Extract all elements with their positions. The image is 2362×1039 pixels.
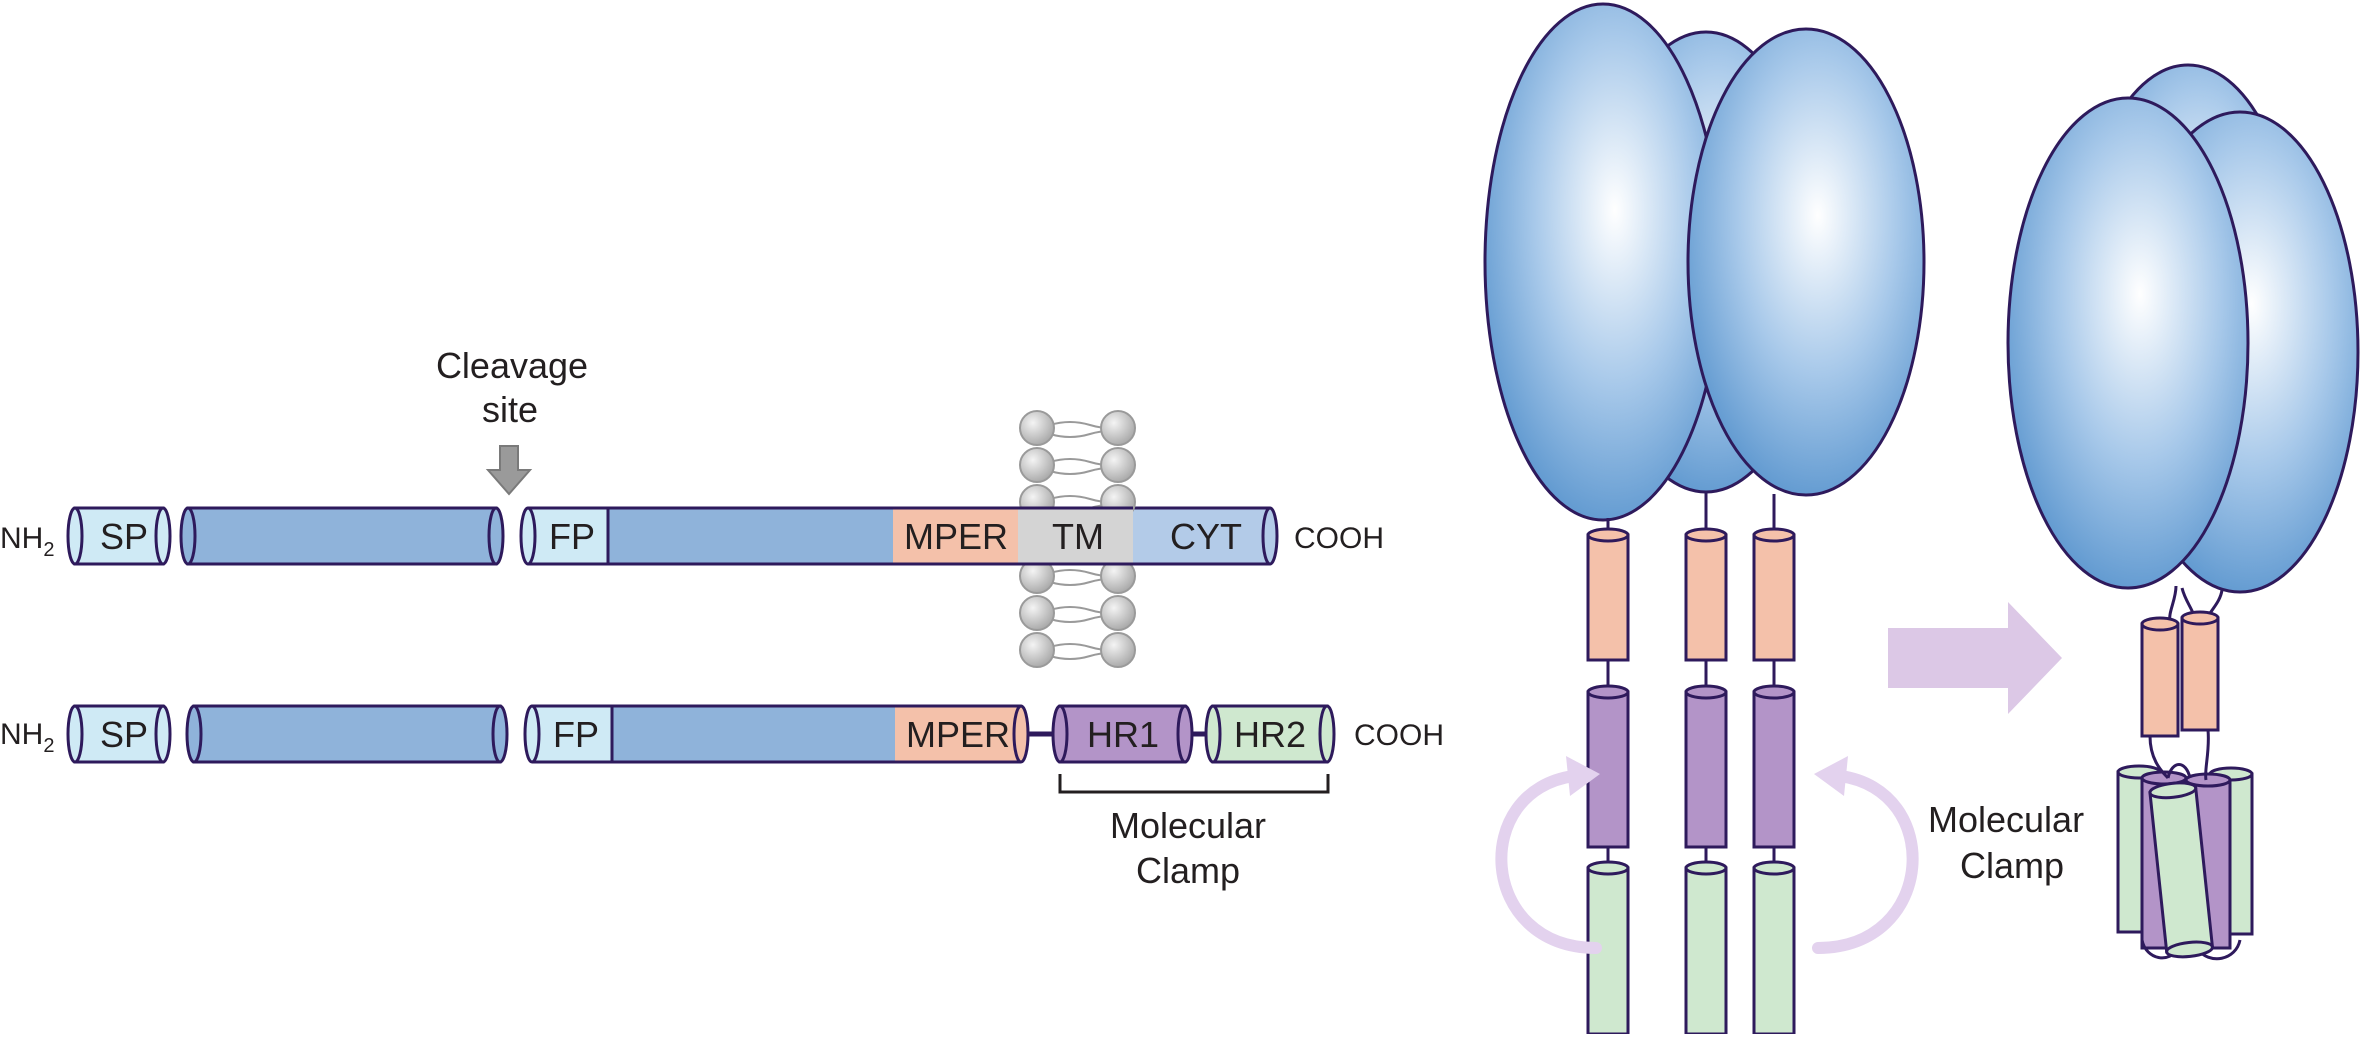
top-mper-label: MPER <box>904 516 1008 557</box>
bottom-n-terminus: NH2 <box>0 718 54 757</box>
curved-arrow-icon <box>1495 770 1919 954</box>
bottom-mper-label: MPER <box>906 714 1010 755</box>
clamp-label-line1: Molecular <box>1110 805 1266 846</box>
precursor-protein-row <box>66 506 1279 566</box>
prefusion-mper-helices <box>1586 527 1796 662</box>
ectodomain-segment <box>179 506 505 566</box>
prefusion-hr2-helices <box>1586 860 1796 1036</box>
postfusion-bundle <box>2006 63 2360 961</box>
top-n-terminus: NH2 <box>0 522 54 561</box>
bottom-hr1-label: HR1 <box>1087 714 1159 755</box>
bottom-sp-label: SP <box>100 714 148 755</box>
right-clamp-label-line1: Molecular <box>1928 799 2084 840</box>
postfusion-mper-helices <box>2140 610 2220 738</box>
top-fp-label: FP <box>549 516 595 557</box>
top-c-terminus: COOH <box>1294 522 1384 555</box>
fusion-domain-segment-bottom <box>523 704 1030 764</box>
top-cyt-label: CYT <box>1170 516 1242 557</box>
bottom-fp-label: FP <box>553 714 599 755</box>
clamp-bracket <box>1058 774 1330 794</box>
bottom-c-terminus: COOH <box>1354 719 1444 752</box>
right-clamp-label-line2: Clamp <box>1960 845 2064 886</box>
prefusion-trimer <box>1483 2 1926 1036</box>
curved-arrow-heads <box>1566 756 1848 796</box>
top-tm-label: TM <box>1052 516 1104 557</box>
cleavage-label-line2: site <box>482 389 538 430</box>
sp-segment-bottom <box>66 704 172 764</box>
trimer-head-left <box>1483 2 1723 522</box>
postfusion-hr-bundle <box>2116 729 2254 961</box>
fusion-domain-segment <box>519 506 1279 566</box>
trimer-head-right <box>1686 27 1926 497</box>
mature-protein-row <box>66 704 1336 764</box>
sp-segment <box>66 506 172 566</box>
hr2-segment <box>1204 704 1336 764</box>
down-arrow-icon <box>485 445 533 496</box>
right-arrow-icon <box>1888 602 2062 714</box>
cleavage-label-line1: Cleavage <box>436 345 588 386</box>
prefusion-hr1-helices <box>1586 684 1796 849</box>
top-sp-label: SP <box>100 516 148 557</box>
bottom-hr2-label: HR2 <box>1234 714 1306 755</box>
tm-segment <box>1018 506 1133 566</box>
clamp-label-line2: Clamp <box>1136 850 1240 891</box>
hr1-segment <box>1051 704 1194 764</box>
ectodomain-segment-bottom <box>185 704 509 764</box>
post-head-left <box>2006 96 2250 590</box>
